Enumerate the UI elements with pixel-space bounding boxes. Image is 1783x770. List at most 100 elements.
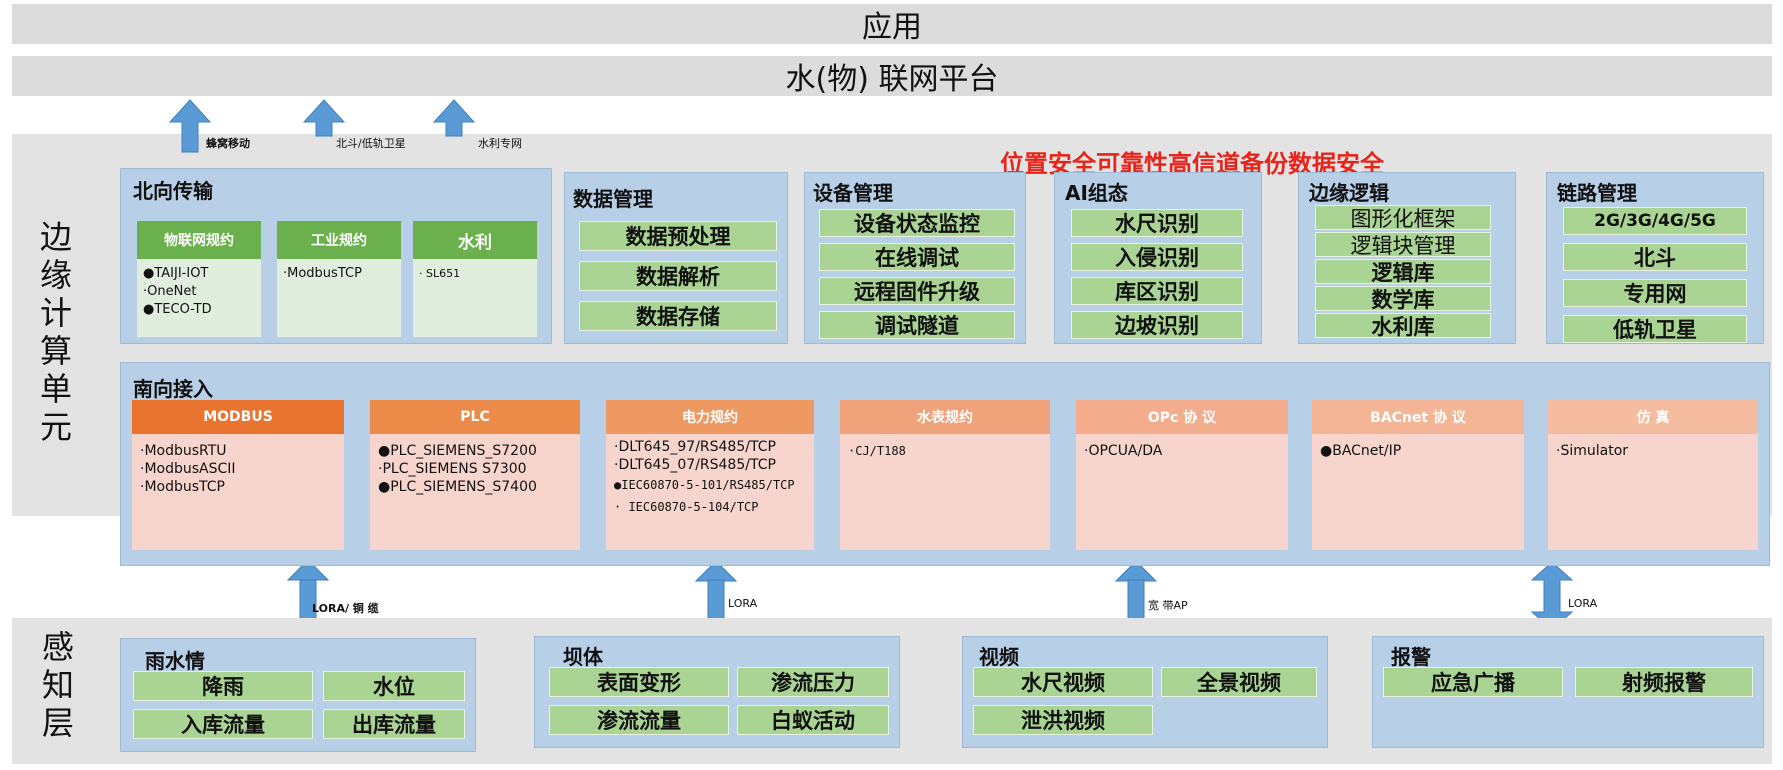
- list-item: ·ModbusTCP: [283, 266, 362, 281]
- panoramic-video-item[interactable]: 全景视频: [1161, 667, 1317, 697]
- graphic-framework-item[interactable]: 图形化框架: [1315, 205, 1491, 231]
- uplink-label-water-network: 水利专网: [478, 137, 522, 150]
- south-card-simulation-head: 仿 真: [1548, 400, 1758, 434]
- slope-recognition-item[interactable]: 边坡识别: [1071, 311, 1243, 339]
- south-card-opc-body: ·OPCUA/DA: [1076, 434, 1288, 550]
- outflow-item[interactable]: 出库流量: [323, 709, 465, 739]
- data-parse-item[interactable]: 数据解析: [579, 261, 777, 291]
- south-card-bacnet-head: BACnet 协 议: [1312, 400, 1524, 434]
- north-card-iot-body: ●TAIJI-IOT ·OneNet ●TECO-TD: [137, 259, 261, 337]
- downlink-label-3: 宽 带AP: [1148, 599, 1188, 612]
- perception-label-char: 层: [41, 704, 74, 742]
- rf-alarm-item[interactable]: 射频报警: [1575, 667, 1753, 697]
- list-item: ·DLT645_97/RS485/TCP: [614, 439, 776, 455]
- cellular-link-item[interactable]: 2G/3G/4G/5G: [1563, 207, 1747, 235]
- list-item: ·ModbusASCII: [140, 461, 236, 477]
- rainfall-item[interactable]: 降雨: [133, 671, 313, 701]
- remote-firmware-upgrade-item[interactable]: 远程固件升级: [819, 277, 1015, 305]
- edge-computing-unit-label: 边 缘 计 算 单 元: [36, 218, 76, 446]
- uplink-arrow-water-network: [432, 99, 476, 137]
- south-card-opc-head: OPc 协 议: [1076, 400, 1288, 434]
- debug-tunnel-item[interactable]: 调试隧道: [819, 311, 1015, 339]
- beidou-link-item[interactable]: 北斗: [1563, 243, 1747, 271]
- intrusion-recognition-item[interactable]: 入侵识别: [1071, 243, 1243, 271]
- inflow-item[interactable]: 入库流量: [133, 709, 313, 739]
- south-card-power-head: 电力规约: [606, 400, 814, 434]
- south-card-bacnet-body: ●BACnet/IP: [1312, 434, 1524, 550]
- downlink-label-1: LORA/ 铜 缆: [312, 602, 379, 615]
- device-management-panel: 设备管理 设备状态监控 在线调试 远程固件升级 调试隧道: [804, 172, 1026, 344]
- gauge-video-item[interactable]: 水尺视频: [973, 667, 1153, 697]
- edge-label-char: 元: [39, 408, 72, 446]
- north-card-iot-head: 物联网规约: [137, 221, 261, 259]
- online-debug-item[interactable]: 在线调试: [819, 243, 1015, 271]
- water-level-item[interactable]: 水位: [323, 671, 465, 701]
- seepage-pressure-item[interactable]: 渗流压力: [737, 667, 889, 697]
- perception-label-char: 知: [41, 666, 74, 704]
- south-card-modbus-head: MODBUS: [132, 400, 344, 434]
- edge-label-char: 单: [39, 370, 72, 408]
- leo-satellite-link-item[interactable]: 低轨卫星: [1563, 315, 1747, 343]
- north-card-water-body: · SL651: [413, 259, 537, 337]
- data-preprocess-item[interactable]: 数据预处理: [579, 221, 777, 251]
- logic-library-item[interactable]: 逻辑库: [1315, 259, 1491, 285]
- seepage-flow-item[interactable]: 渗流流量: [549, 705, 729, 735]
- list-item: ·ModbusTCP: [140, 479, 225, 495]
- north-transport-title: 北向传输: [133, 179, 213, 203]
- north-card-industrial-body: ·ModbusTCP: [277, 259, 401, 337]
- sensing-dam-panel: 坝体 表面变形 渗流压力 渗流流量 白蚁活动: [534, 636, 900, 748]
- private-network-link-item[interactable]: 专用网: [1563, 279, 1747, 307]
- downlink-arrow-2-shaft: [707, 579, 725, 621]
- reservoir-recognition-item[interactable]: 库区识别: [1071, 277, 1243, 305]
- ai-config-panel: AI组态 水尺识别 入侵识别 库区识别 边坡识别: [1054, 172, 1262, 344]
- perception-layer-label: 感 知 层: [38, 628, 78, 742]
- surface-deformation-item[interactable]: 表面变形: [549, 667, 729, 697]
- uplink-label-cellular: 蜂窝移动: [206, 137, 250, 150]
- uplink-arrow-satellite: [302, 99, 346, 137]
- edge-logic-panel: 边缘逻辑 图形化框架 逻辑块管理 逻辑库 数学库 水利库: [1298, 172, 1516, 344]
- data-storage-item[interactable]: 数据存储: [579, 301, 777, 331]
- uplink-label-satellite: 北斗/低轨卫星: [336, 137, 406, 150]
- flood-discharge-video-item[interactable]: 泄洪视频: [973, 705, 1153, 735]
- downlink-arrow-3-shaft: [1127, 579, 1145, 621]
- termite-activity-item[interactable]: 白蚁活动: [737, 705, 889, 735]
- north-card-industrial-head: 工业规约: [277, 221, 401, 259]
- edge-label-char: 算: [39, 332, 72, 370]
- list-item: ·OneNet: [143, 284, 197, 299]
- list-item: · IEC60870-5-104/TCP: [614, 500, 759, 514]
- ai-config-title: AI组态: [1065, 181, 1128, 205]
- platform-layer-bar: 水(物) 联网平台: [12, 56, 1772, 97]
- list-item: ●IEC60870-5-101/RS485/TCP: [614, 478, 795, 492]
- list-item: ●PLC_SIEMENS_S7400: [378, 479, 537, 495]
- south-card-plc-head: PLC: [370, 400, 580, 434]
- list-item: ·ModbusRTU: [140, 443, 227, 459]
- south-card-plc-body: ●PLC_SIEMENS_S7200 ·PLC_SIEMENS S7300 ●P…: [370, 434, 580, 550]
- sensing-video-panel: 视频 水尺视频 全景视频 泄洪视频: [962, 636, 1328, 748]
- south-card-simulation-body: ·Simulator: [1548, 434, 1758, 550]
- list-item: ·CJ/T188: [848, 444, 906, 458]
- list-item: ·Simulator: [1556, 443, 1629, 459]
- list-item: · SL651: [419, 267, 461, 280]
- link-management-title: 链路管理: [1557, 181, 1637, 205]
- logic-block-management-item[interactable]: 逻辑块管理: [1315, 232, 1491, 258]
- sensing-alarm-panel: 报警 应急广播 射频报警: [1372, 636, 1764, 748]
- link-management-panel: 链路管理 2G/3G/4G/5G 北斗 专用网 低轨卫星: [1546, 172, 1764, 344]
- south-card-watermeter-body: ·CJ/T188: [840, 434, 1050, 550]
- south-card-power-body: ·DLT645_97/RS485/TCP ·DLT645_07/RS485/TC…: [606, 434, 814, 550]
- device-status-monitor-item[interactable]: 设备状态监控: [819, 209, 1015, 237]
- math-library-item[interactable]: 数学库: [1315, 286, 1491, 312]
- gauge-recognition-item[interactable]: 水尺识别: [1071, 209, 1243, 237]
- application-layer-bar: 应用: [12, 4, 1772, 45]
- downlink-label-4: LORA: [1568, 597, 1598, 610]
- sensing-alarm-title: 报警: [1391, 645, 1431, 669]
- south-card-modbus-body: ·ModbusRTU ·ModbusASCII ·ModbusTCP: [132, 434, 344, 550]
- emergency-broadcast-item[interactable]: 应急广播: [1383, 667, 1563, 697]
- list-item: ·DLT645_07/RS485/TCP: [614, 457, 776, 473]
- edge-label-char: 缘: [39, 256, 72, 294]
- list-item: ●BACnet/IP: [1320, 443, 1402, 459]
- water-library-item[interactable]: 水利库: [1315, 313, 1491, 339]
- south-access-title: 南向接入: [133, 377, 213, 401]
- uplink-arrow-cellular: [168, 99, 212, 153]
- list-item: ●TECO-TD: [143, 302, 212, 317]
